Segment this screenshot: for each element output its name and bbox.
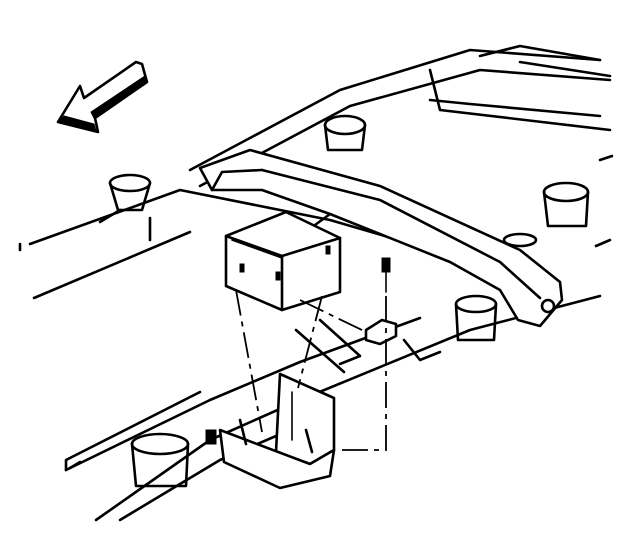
mounting-bracket bbox=[205, 372, 336, 490]
forward-direction-arrow-icon bbox=[56, 60, 149, 134]
frame-details bbox=[68, 154, 614, 470]
body-mount bbox=[108, 114, 590, 488]
retaining-bolt bbox=[364, 257, 398, 346]
control-module bbox=[224, 210, 342, 312]
right-frame-rail bbox=[188, 44, 612, 188]
